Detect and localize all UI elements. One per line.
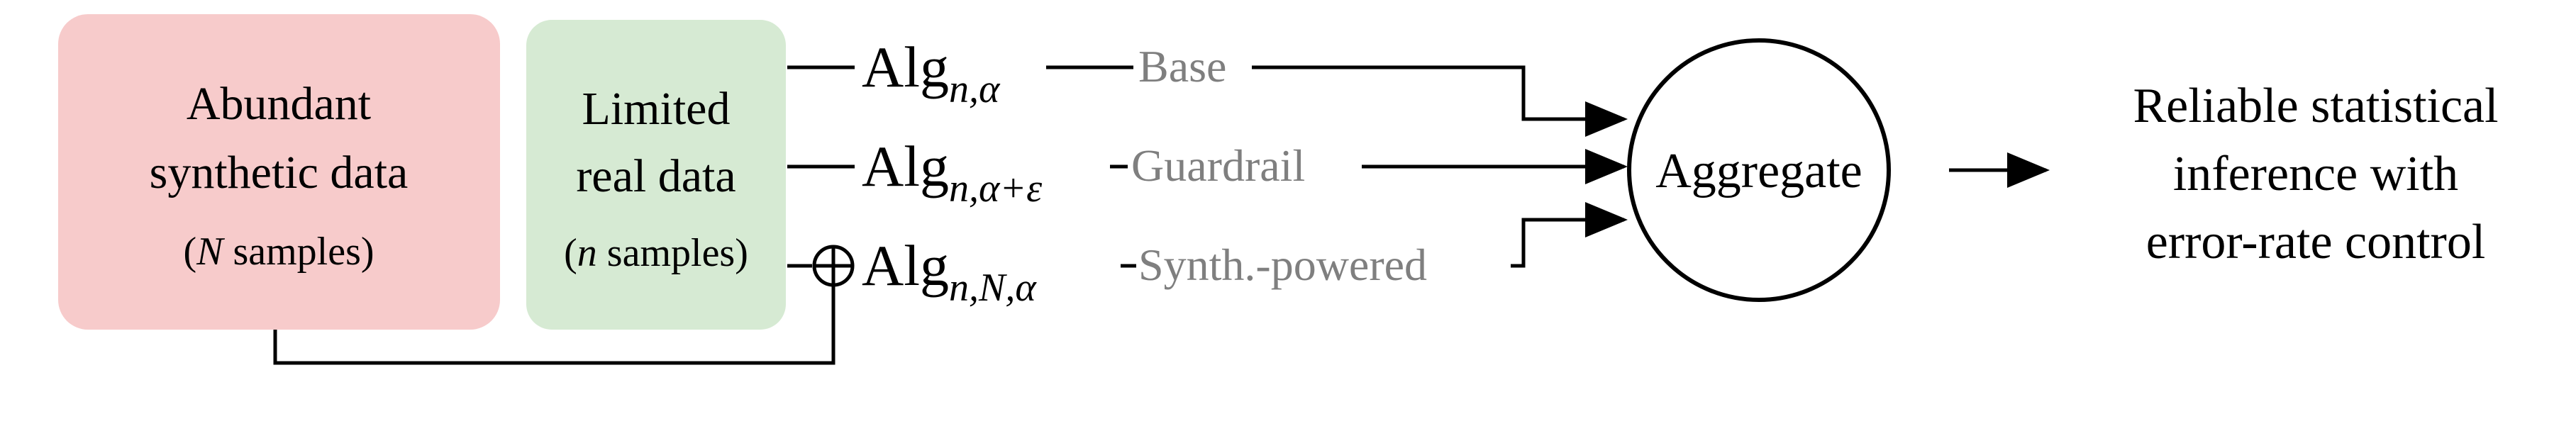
base-to-aggregate-arrow (1252, 65, 1628, 137)
algorithm-synth-subscript: n,N,α (949, 266, 1037, 310)
real-data-background (526, 20, 786, 330)
algorithm-synth-name: Alg (862, 233, 949, 298)
real-count-rest: samples) (597, 231, 748, 275)
real-line2: real data (576, 150, 735, 202)
synthetic-count-var: N (196, 230, 225, 274)
synthetic-data-background (58, 14, 500, 330)
real-data-box: Limited real data (n samples) (526, 20, 786, 330)
synthetic-data-box: Abundant synthetic data (N samples) (58, 14, 500, 330)
real-line1: Limited (582, 83, 731, 135)
synth-to-aggregate-arrow (1511, 202, 1628, 268)
synthetic-feed-connector (273, 285, 835, 365)
real-count-open-paren: ( (564, 231, 577, 275)
aggregate-label: Aggregate (1655, 144, 1862, 198)
algorithm-base: Algn,α (862, 35, 1001, 111)
output-line2: inference with (2173, 147, 2458, 201)
aggregate-circle (1627, 38, 1891, 302)
output-line3: error-rate control (2146, 215, 2486, 269)
real-count-var: n (577, 231, 597, 275)
aggregate-node: Aggregate (1627, 38, 1891, 302)
synthetic-count-rest: samples) (223, 230, 374, 274)
synthetic-line2: synthetic data (150, 147, 409, 198)
algorithm-synth-powered: Algn,N,α (862, 233, 1037, 310)
synthetic-line1: Abundant (187, 78, 371, 130)
branch-label-synth-powered: Synth.-powered (1138, 240, 1427, 290)
algorithm-base-name: Alg (862, 35, 949, 99)
algorithm-guardrail: Algn,α+ε (862, 134, 1043, 211)
branch-label-guardrail: Guardrail (1131, 140, 1305, 191)
synthetic-count: (N samples) (183, 230, 374, 274)
output-line1: Reliable statistical (2133, 79, 2498, 133)
branch-label-base: Base (1138, 41, 1226, 91)
combine-node (812, 245, 855, 287)
algorithm-guardrail-name: Alg (862, 134, 949, 198)
real-count: (n samples) (564, 231, 748, 275)
algorithm-base-subscript: n,α (949, 67, 1001, 111)
algorithm-guardrail-subscript: n,α+ε (949, 167, 1043, 211)
synthetic-count-open-paren: ( (183, 230, 196, 274)
output-description: Reliable statistical inference with erro… (2133, 79, 2498, 269)
